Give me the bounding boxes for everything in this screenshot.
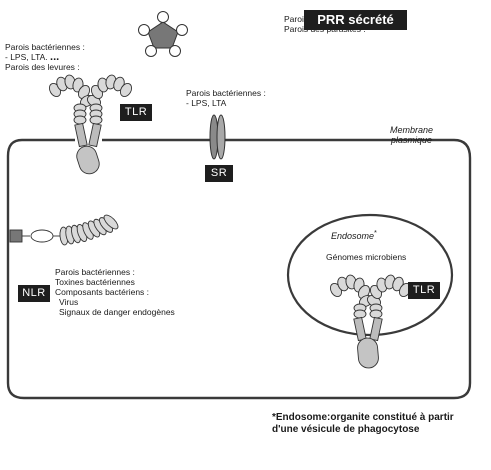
- surface-tlr-receptor: [48, 74, 133, 175]
- ligand-line: Composants bactériens :: [55, 287, 150, 297]
- ellipsis: ...: [50, 51, 60, 63]
- sr-ligands: Parois bactériennes : - LPS, LTA: [186, 88, 266, 108]
- nlr-receptor: [9, 214, 119, 246]
- endosome-title: Endosome*: [331, 228, 377, 241]
- sr-receptor: [209, 114, 226, 160]
- endosome-content: Génomes microbiens: [326, 252, 407, 262]
- footnote: *Endosome:organite constitué à partir d'…: [272, 412, 454, 435]
- ligand-line: Signaux de danger endogènes: [59, 307, 175, 317]
- ligand-line: Parois des levures :: [5, 62, 80, 72]
- ligand-line: Toxines bactériennes: [55, 277, 135, 287]
- endosome-vesicle: [286, 213, 454, 337]
- membrane-label-line: Membrane: [390, 125, 434, 135]
- nlr-badge: NLR: [18, 285, 50, 302]
- sr-badge: SR: [205, 165, 233, 182]
- endosomal-tlr-receptor: [329, 274, 412, 369]
- ligand-line: - LPS, LTA: [186, 98, 227, 108]
- plasma-membrane: [6, 138, 472, 400]
- endosome-asterisk: *: [374, 228, 377, 237]
- membrane-label-line: plasmique: [391, 135, 433, 145]
- membrane-label: Membrane plasmique: [390, 125, 433, 145]
- secreted-prr-badge: PRR sécrété: [304, 10, 407, 30]
- tlr-endosome-badge: TLR: [408, 282, 440, 299]
- nlr-ligands: Parois bactériennes : Toxines bactérienn…: [55, 267, 175, 317]
- ligand-line: Parois bactériennes :: [5, 42, 85, 52]
- ligand-line: Parois bactériennes :: [55, 267, 135, 277]
- ligand-line: - LPS, LTA. ...: [5, 51, 60, 63]
- tlr-ligands: Parois bactériennes : - LPS, LTA. ... Pa…: [5, 42, 85, 72]
- ligand-line: Virus: [59, 297, 79, 307]
- secreted-prr: [138, 11, 188, 57]
- ligand-line: Parois bactériennes :: [186, 88, 266, 98]
- tlr-surface-badge: TLR: [120, 104, 152, 121]
